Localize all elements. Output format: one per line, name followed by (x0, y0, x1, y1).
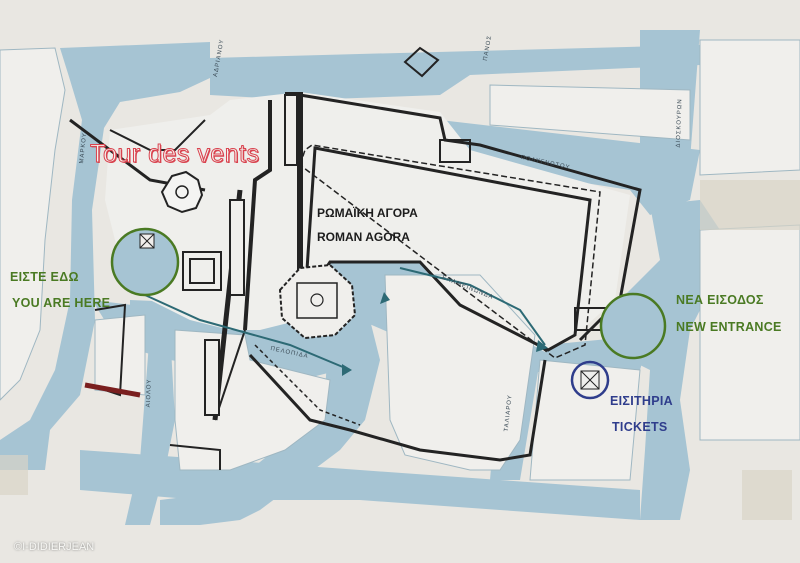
colonnade (204, 94, 298, 416)
tickets-label: TICKETS (612, 420, 668, 434)
street-label-aiolou: ΑΙΟΛΟΥ (145, 378, 153, 408)
small-structures (182, 46, 608, 331)
site-paths (144, 267, 546, 371)
path-arrows (342, 292, 548, 376)
roman-agora-label: ROMAN AGORA (317, 230, 410, 244)
you-are-here-greek-label: ΕΙΣΤΕ ΕΔΩ (10, 270, 79, 284)
new-entrance-marker (599, 292, 667, 360)
central-monument-plan (278, 263, 357, 340)
you-are-here-marker (110, 227, 180, 297)
roman-agora-greek-label: ΡΩΜΑΪΚΗ ΑΓΟΡΑ (317, 206, 418, 220)
photo-credit: ©I-DIDIERJEAN (14, 541, 95, 553)
tickets-marker (570, 360, 610, 400)
tickets-greek-label: ΕΙΣΙΤΗΡΙΑ (610, 394, 673, 408)
tower-of-winds-label: Tour des vents (90, 140, 260, 169)
tower-of-winds-plan (160, 170, 204, 214)
new-entrance-label: NEW ENTRANCE (676, 320, 782, 334)
paper-wear (0, 180, 800, 520)
you-are-here-label: YOU ARE HERE (12, 296, 111, 310)
new-entrance-greek-label: ΝΕΑ ΕΙΣΟΔΟΣ (676, 293, 764, 307)
